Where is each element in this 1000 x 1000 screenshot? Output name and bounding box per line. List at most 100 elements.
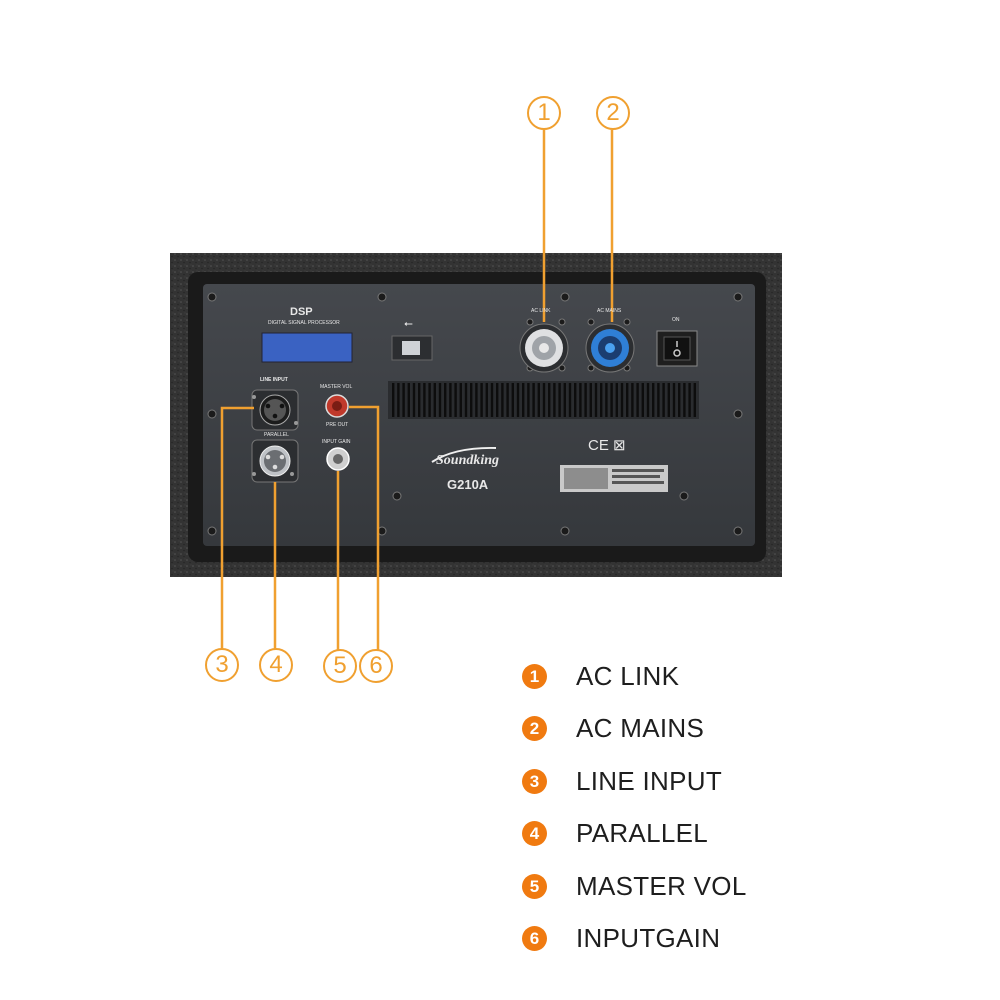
brand-name: Soundking <box>436 453 500 468</box>
vent-slot <box>662 383 665 417</box>
callout-6: 6 <box>359 649 393 683</box>
legend: 1 AC LINK 2 AC MAINS 3 LINE INPUT 4 PARA… <box>522 650 747 965</box>
input-gain-label: INPUT GAIN <box>322 439 351 445</box>
vent-slot <box>683 383 686 417</box>
vent-slot <box>402 383 405 417</box>
vent-slot <box>563 383 566 417</box>
vent-slot <box>527 383 530 417</box>
vent-slot <box>454 383 457 417</box>
vent-slot <box>496 383 499 417</box>
legend-label: INPUTGAIN <box>576 923 721 954</box>
callout-1: 1 <box>527 96 561 130</box>
legend-item: 6 INPUTGAIN <box>522 913 747 966</box>
vent-slot <box>444 383 447 417</box>
vent-slot <box>693 383 696 417</box>
vent-slot <box>428 383 431 417</box>
vent-slot <box>652 383 655 417</box>
input-gain-knob[interactable] <box>326 447 350 471</box>
vent-slot <box>438 383 442 417</box>
dsp-display <box>261 332 353 363</box>
vent-slot <box>584 383 587 417</box>
ac-mains-connector[interactable] <box>585 323 635 373</box>
power-switch[interactable] <box>656 330 698 367</box>
parallel-xlr[interactable] <box>251 439 299 483</box>
vent-slot <box>470 383 473 417</box>
vent-grille <box>388 381 699 419</box>
line-input-xlr[interactable] <box>251 389 299 431</box>
certification-marks: CE ⊠ <box>588 437 626 454</box>
vent-slot <box>667 383 670 417</box>
legend-item: 1 AC LINK <box>522 650 747 703</box>
legend-item: 3 LINE INPUT <box>522 755 747 808</box>
vent-slot <box>558 383 561 417</box>
vent-slot <box>620 383 624 417</box>
vent-slot <box>641 383 644 417</box>
vent-slot <box>542 383 546 417</box>
vent-slot <box>631 383 634 417</box>
vent-slot <box>423 383 426 417</box>
brand-logo-swoosh <box>431 446 497 463</box>
vent-slot <box>646 383 650 417</box>
vent-slot <box>459 383 462 417</box>
vent-slot <box>537 383 540 417</box>
vent-slot <box>475 383 478 417</box>
vent-slot <box>678 383 681 417</box>
pre-out-label: PRE OUT <box>326 422 349 428</box>
vent-slot <box>449 383 452 417</box>
legend-label: PARALLEL <box>576 818 708 849</box>
vent-slot <box>485 383 488 417</box>
vent-slot <box>433 383 436 417</box>
legend-label: MASTER VOL <box>576 870 747 901</box>
vent-slot <box>672 383 676 417</box>
vent-slot <box>548 383 551 417</box>
line-input-label: LINE INPUT <box>260 377 288 383</box>
vent-slot <box>490 383 494 417</box>
legend-badge: 1 <box>522 663 547 689</box>
vent-slot <box>553 383 556 417</box>
vent-slot <box>392 383 395 417</box>
vent-slot <box>397 383 400 417</box>
vent-slot <box>688 383 691 417</box>
vent-slot <box>464 383 468 417</box>
vent-slot <box>589 383 592 417</box>
legend-badge: 6 <box>522 926 547 952</box>
vent-slot <box>418 383 421 417</box>
callout-4: 4 <box>259 648 293 682</box>
legend-item: 4 PARALLEL <box>522 808 747 861</box>
parallel-label: PARALLEL <box>264 432 289 438</box>
master-vol-knob[interactable] <box>325 394 349 418</box>
approval-label <box>560 465 668 492</box>
power-label: ON <box>672 317 680 323</box>
vent-slot <box>532 383 535 417</box>
vent-slot <box>615 383 618 417</box>
vent-slot <box>511 383 514 417</box>
legend-badge: 5 <box>522 873 547 899</box>
callout-5: 5 <box>323 649 357 683</box>
usb-symbol: ⭠ <box>404 318 413 330</box>
vent-slot <box>600 383 603 417</box>
legend-badge: 2 <box>522 716 547 742</box>
display-subtitle: DIGITAL SIGNAL PROCESSOR <box>268 320 340 326</box>
vent-slot <box>412 383 416 417</box>
legend-label: AC MAINS <box>576 713 705 744</box>
vent-slot <box>579 383 582 417</box>
vent-slot <box>480 383 483 417</box>
vent-slot <box>516 383 520 417</box>
ac-link-connector[interactable] <box>519 323 569 373</box>
legend-label: AC LINK <box>576 660 680 691</box>
legend-item: 5 MASTER VOL <box>522 860 747 913</box>
vent-slot <box>657 383 660 417</box>
master-vol-label: MASTER VOL <box>320 384 353 390</box>
ac-link-label: AC LINK <box>531 308 551 314</box>
vent-slot <box>594 383 598 417</box>
vent-slot <box>407 383 410 417</box>
callout-2: 2 <box>596 96 630 130</box>
callout-3: 3 <box>205 648 239 682</box>
model-name: G210A <box>447 477 489 492</box>
display-title: DSP <box>290 306 313 318</box>
legend-item: 2 AC MAINS <box>522 703 747 756</box>
callout-lines <box>220 130 614 650</box>
vent-slot <box>522 383 525 417</box>
vent-slot <box>636 383 639 417</box>
